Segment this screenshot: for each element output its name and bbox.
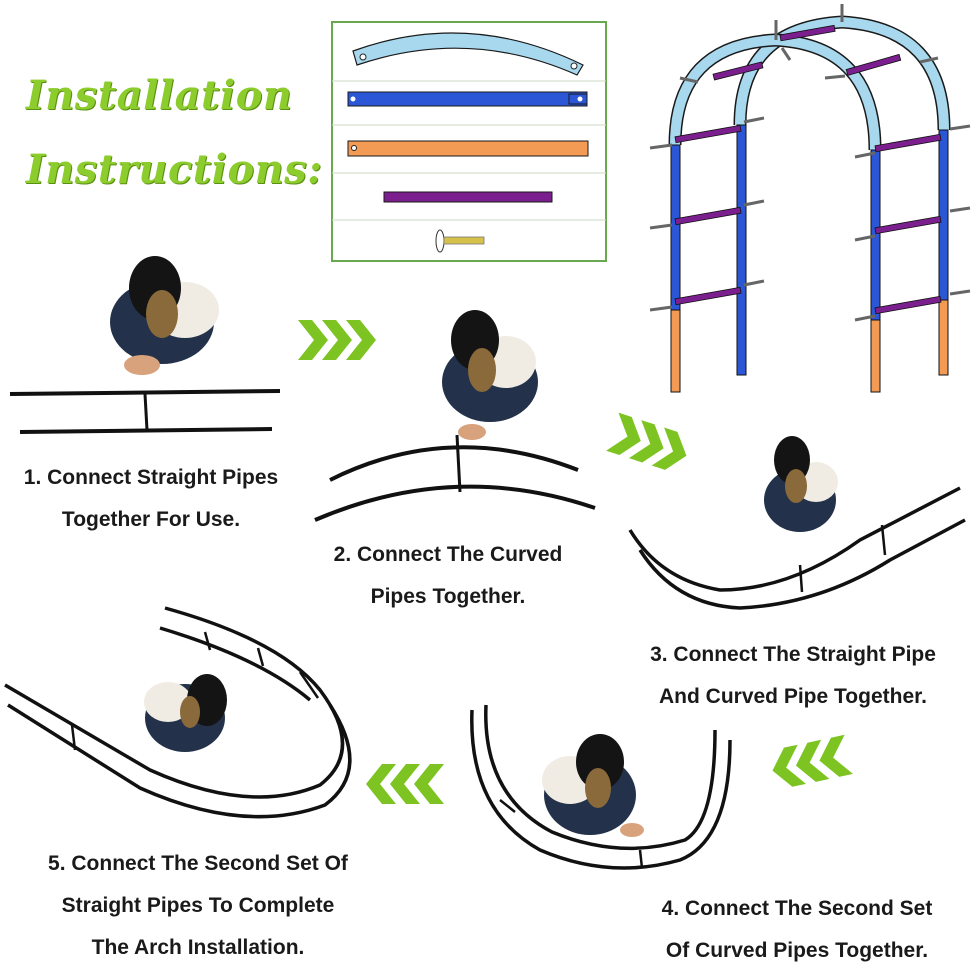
title-instructions: Instructions:: [26, 146, 323, 193]
person-icon: [442, 310, 538, 440]
parts-legend: [331, 21, 607, 262]
step3-caption: 3. Connect The Straight Pipe And Curved …: [618, 634, 968, 718]
step4-line1: 4. Connect The Second Set: [661, 897, 933, 920]
person-icon: [542, 734, 644, 837]
step4-line2: Of Curved Pipes Together.: [665, 939, 929, 962]
step3-line2: And Curved Pipe Together.: [659, 685, 927, 708]
step5-caption: 5. Connect The Second Set Of Straight Pi…: [20, 843, 376, 969]
blue-pipe-part: [347, 91, 588, 107]
arrow-right-icon: [298, 320, 376, 360]
person-icon: [110, 256, 219, 375]
step2-line2: Pipes Together.: [370, 585, 526, 608]
person-icon: [764, 436, 838, 532]
screw-part: [435, 229, 485, 253]
arrow-left-icon: [772, 734, 853, 787]
purple-bar-part: [383, 191, 553, 203]
step3-line1: 3. Connect The Straight Pipe: [650, 643, 936, 666]
step1-line1: 1. Connect Straight Pipes: [23, 466, 279, 489]
person-icon: [144, 674, 227, 752]
step5-line2: Straight Pipes To Complete: [61, 894, 335, 917]
step4-caption: 4. Connect The Second Set Of Curved Pipe…: [622, 888, 972, 972]
curved-pipe-part: [352, 32, 584, 76]
step1-figure: [9, 256, 281, 434]
arrow-left-icon: [366, 764, 444, 804]
step5-line3: The Arch Installation.: [91, 936, 305, 959]
title-installation: Installation: [26, 72, 293, 119]
orange-pipe-part: [347, 140, 589, 157]
step2-line1: 2. Connect The Curved: [333, 543, 563, 566]
step5-line1: 5. Connect The Second Set Of: [48, 852, 348, 875]
arrow-down-right-icon: [606, 412, 687, 470]
step4-figure: [470, 704, 732, 870]
step1-line2: Together For Use.: [61, 508, 241, 531]
arch-diagram: [649, 4, 971, 393]
step3-figure: [628, 436, 966, 610]
step2-caption: 2. Connect The Curved Pipes Together.: [300, 534, 596, 618]
step2-figure: [314, 310, 596, 522]
step1-caption: 1. Connect Straight Pipes Together For U…: [2, 457, 300, 541]
step5-figure: [4, 606, 352, 819]
